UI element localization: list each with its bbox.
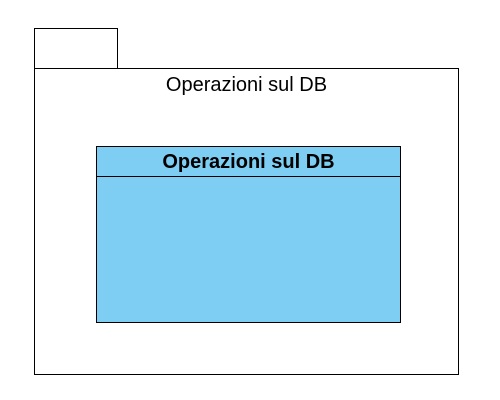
package-tab (34, 28, 118, 68)
class-box: Operazioni sul DB (96, 146, 401, 323)
class-name: Operazioni sul DB (97, 147, 400, 177)
package-label: Operazioni sul DB (165, 74, 328, 96)
